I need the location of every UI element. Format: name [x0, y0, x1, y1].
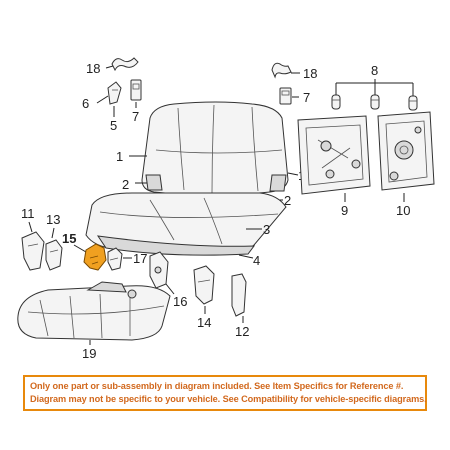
callout-14: 14 — [197, 315, 211, 330]
part-18-right-clip — [271, 62, 292, 79]
part-6-clip — [107, 81, 122, 105]
callout-10: 10 — [396, 203, 410, 218]
part-13 — [45, 239, 63, 271]
callout-7-right: 7 — [303, 90, 310, 105]
part-16 — [149, 251, 169, 289]
seat-frame — [17, 281, 171, 341]
callout-2-right: 2 — [284, 193, 291, 208]
part-15-highlighted — [83, 243, 107, 271]
part-14 — [193, 265, 215, 305]
callout-13: 13 — [46, 212, 60, 227]
part-8-caps — [331, 94, 418, 111]
part-7-left-bracket — [130, 79, 142, 101]
part-7-right-bracket — [279, 87, 292, 105]
callout-1-left: 1 — [116, 149, 123, 164]
callout-15: 15 — [62, 231, 76, 246]
diagram-notice: Only one part or sub-assembly in diagram… — [23, 375, 427, 411]
callout-8: 8 — [371, 63, 378, 78]
callout-17: 17 — [133, 251, 147, 266]
notice-line-2: Diagram may not be specific to your vehi… — [30, 394, 427, 404]
seat-back — [141, 101, 289, 196]
part-18-left-clip — [111, 57, 139, 72]
callout-4: 4 — [253, 253, 260, 268]
callout-12: 12 — [235, 324, 249, 339]
callout-2-left: 2 — [122, 177, 129, 192]
part-11 — [21, 231, 45, 271]
panel-10 — [377, 111, 435, 191]
part-12 — [231, 273, 247, 317]
callout-9: 9 — [341, 203, 348, 218]
callout-5: 5 — [110, 118, 117, 133]
callout-18-right: 18 — [303, 66, 317, 81]
callout-19: 19 — [82, 346, 96, 361]
notice-line-1: Only one part or sub-assembly in diagram… — [30, 381, 404, 391]
callout-7-left: 7 — [132, 109, 139, 124]
callout-6: 6 — [82, 96, 89, 111]
callout-3: 3 — [263, 222, 270, 237]
panel-9 — [297, 115, 371, 195]
callout-11: 11 — [21, 206, 35, 221]
callout-18-left: 18 — [86, 61, 100, 76]
callout-16: 16 — [173, 294, 187, 309]
part-17 — [107, 247, 123, 271]
seat-cushion — [85, 192, 287, 256]
